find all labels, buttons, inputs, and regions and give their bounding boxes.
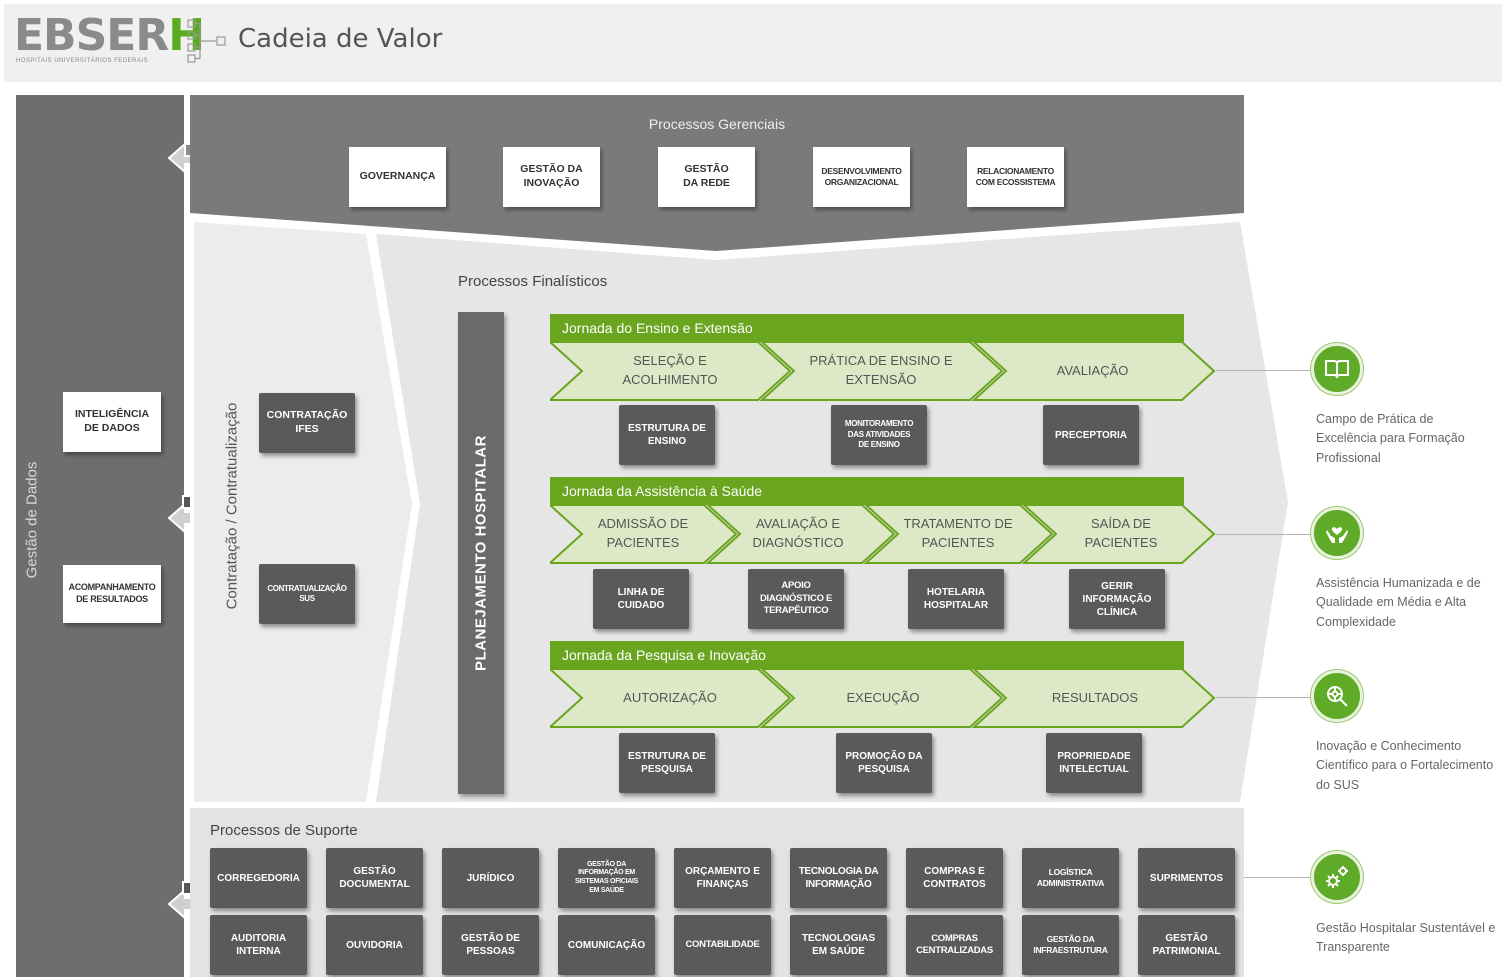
support-box-information-technology[interactable]: TECNOLOGIA DA INFORMAÇÃO: [790, 848, 887, 908]
support-box-people-management[interactable]: GESTÃO DE PESSOAS: [442, 915, 539, 975]
data-management-column: [16, 95, 184, 977]
header-bar: [4, 4, 1502, 82]
research-journey-header: Jornada da Pesquisa e Inovação: [550, 641, 1184, 669]
healthcare-step-treatment[interactable]: TRATAMENTO DE PACIENTES: [903, 516, 1013, 550]
output-text-teaching: Campo de Prática de Excelência para Form…: [1316, 412, 1465, 465]
clinical-information-box[interactable]: GERIR INFORMAÇÃO CLÍNICA: [1069, 569, 1165, 629]
data-management-label: Gestão de Dados: [23, 461, 41, 579]
results-tracking-box[interactable]: ACOMPANHAMENTO DE RESULTADOS: [63, 565, 161, 623]
support-title: Processos de Suporte: [210, 822, 358, 839]
care-hands-icon: [1311, 507, 1363, 559]
research-magnifier-icon: [1311, 670, 1363, 722]
teaching-monitoring-box[interactable]: MONITORAMENTO DAS ATIVIDADES DE ENSINO: [831, 405, 927, 465]
support-box-centralized-purchases[interactable]: COMPRAS CENTRALIZADAS: [906, 915, 1003, 975]
research-structure-box[interactable]: ESTRUTURA DE PESQUISA: [619, 733, 715, 793]
connector-line: [1216, 697, 1312, 698]
gears-icon: [1311, 851, 1363, 903]
support-box-information-systems[interactable]: GESTÃO DA INFORMAÇÃO EM SISTEMAS OFICIAI…: [558, 848, 655, 908]
diagnostic-support-box[interactable]: APOIO DIAGNÓSTICO E TERAPÊUTICO: [748, 569, 844, 629]
care-line-box[interactable]: LINHA DE CUIDADO: [593, 569, 689, 629]
output-text-research: Inovação e Conhecimento Científico para …: [1316, 739, 1494, 792]
support-box-health-technologies[interactable]: TECNOLOGIAS EM SAÚDE: [790, 915, 887, 975]
page-title: Cadeia de Valor: [238, 24, 443, 54]
contracting-label: Contratação / Contratualização: [223, 402, 241, 610]
research-promotion-box[interactable]: PROMOÇÃO DA PESQUISA: [836, 733, 932, 793]
network-management-box[interactable]: GESTÃO DA REDE: [658, 147, 755, 207]
support-box-supplies[interactable]: SUPRIMENTOS: [1138, 848, 1235, 908]
healthcare-step-diagnosis[interactable]: AVALIAÇÃO E DIAGNÓSTICO: [752, 516, 844, 550]
support-box-accounting[interactable]: CONTABILIDADE: [674, 915, 771, 975]
hospital-hospitality-box[interactable]: HOTELARIA HOSPITALAR: [908, 569, 1004, 629]
support-box-internal-audit[interactable]: AUDITORIA INTERNA: [210, 915, 307, 975]
hospital-planning-label: PLANEJAMENTO HOSPITALAR: [472, 435, 490, 671]
support-box-infrastructure[interactable]: GESTÃO DA INFRAESTRUTURA: [1022, 915, 1119, 975]
output-text-management: Gestão Hospitalar Sustentável e Transpar…: [1316, 921, 1496, 955]
healthcare-step-discharge[interactable]: SAÍDA DE PACIENTES: [1084, 516, 1158, 550]
column-divider: [184, 95, 190, 977]
logo-subtitle: HOSPITAIS UNIVERSITÁRIOS FEDERAIS: [16, 58, 149, 64]
teaching-step-practice[interactable]: PRÁTICA DE ENSINO E EXTENSÃO: [809, 353, 953, 387]
support-box-ombudsman[interactable]: OUVIDORIA: [326, 915, 423, 975]
teaching-journey-chevrons: [550, 341, 1216, 401]
teaching-structure-box[interactable]: ESTRUTURA DE ENSINO: [619, 405, 715, 465]
ebserh-logo: EBSERH: [14, 10, 205, 61]
connector-line: [1216, 370, 1312, 371]
support-box-asset-management[interactable]: GESTÃO PATRIMONIAL: [1138, 915, 1235, 975]
hospital-planning-bar[interactable]: [458, 312, 504, 794]
finalistic-title: Processos Finalísticos: [458, 273, 608, 290]
research-journey-chevrons: [550, 668, 1216, 728]
research-step-results[interactable]: RESULTADOS: [1051, 689, 1139, 705]
support-box-document-management[interactable]: GESTÃO DOCUMENTAL: [326, 848, 423, 908]
support-box-legal[interactable]: JURÍDICO: [442, 848, 539, 908]
data-intelligence-box[interactable]: INTELIGÊNCIA DE DADOS: [63, 392, 161, 452]
support-box-communication[interactable]: COMUNICAÇÃO: [558, 915, 655, 975]
value-chain-icon: [186, 18, 230, 69]
teaching-step-selection[interactable]: SELEÇÃO E ACOLHIMENTO: [622, 353, 718, 387]
organizational-development-box[interactable]: DESENVOLVIMENTO ORGANIZACIONAL: [813, 147, 910, 207]
ifes-contracting-box[interactable]: CONTRATAÇÃO IFES: [259, 393, 355, 453]
healthcare-journey-header: Jornada da Assistência à Saúde: [550, 477, 1184, 505]
connector-line: [1244, 877, 1312, 878]
ecosystem-relationship-box[interactable]: RELACIONAMENTO COM ECOSSISTEMA: [967, 147, 1064, 207]
management-title: Processos Gerenciais: [648, 116, 786, 132]
preceptorship-box[interactable]: PRECEPTORIA: [1043, 405, 1139, 465]
healthcare-step-admission[interactable]: ADMISSÃO DE PACIENTES: [597, 516, 689, 550]
teaching-journey-header: Jornada do Ensino e Extensão: [550, 314, 1184, 342]
book-icon: [1311, 343, 1363, 395]
teaching-step-evaluation[interactable]: AVALIAÇÃO: [1056, 362, 1129, 378]
connector-line: [1216, 534, 1312, 535]
governance-box[interactable]: GOVERNANÇA: [349, 147, 446, 207]
support-box-logistics[interactable]: LOGÍSTICA ADMINISTRATIVA: [1022, 848, 1119, 908]
support-box-purchases-contracts[interactable]: COMPRAS E CONTRATOS: [906, 848, 1003, 908]
innovation-management-box[interactable]: GESTÃO DA INOVAÇÃO: [503, 147, 600, 207]
healthcare-journey-chevrons: [550, 504, 1216, 564]
support-box-budget-finance[interactable]: ORÇAMENTO E FINANÇAS: [674, 848, 771, 908]
research-step-authorization[interactable]: AUTORIZAÇÃO: [623, 689, 717, 705]
research-step-execution[interactable]: EXECUÇÃO: [846, 689, 920, 705]
intellectual-property-box[interactable]: PROPRIEDADE INTELECTUAL: [1046, 733, 1142, 793]
sus-contractualization-box[interactable]: CONTRATUALIZAÇÃO SUS: [259, 564, 355, 624]
support-box-corregedoria[interactable]: CORREGEDORIA: [210, 848, 307, 908]
output-text-healthcare: Assistência Humanizada e de Qualidade em…: [1316, 576, 1481, 629]
